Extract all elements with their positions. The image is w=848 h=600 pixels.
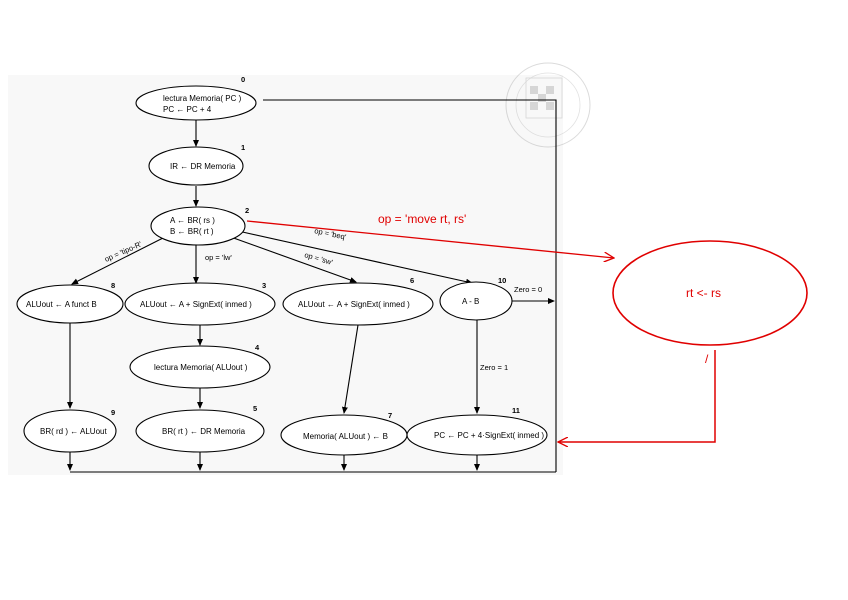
edge-label-zero-0: Zero = 0: [514, 285, 542, 294]
edge-label-lw: op = 'lw': [205, 253, 232, 262]
state-numbers: 0 1 2 8 3 6 10 4 9 5 7 11: [111, 75, 520, 420]
state-8: [16, 284, 124, 324]
state-2-line-2: B ← BR( rt ): [170, 227, 214, 236]
state-0: [135, 85, 257, 121]
state-number-6: 6: [410, 276, 414, 285]
edges: [67, 99, 557, 473]
state-2: [150, 206, 246, 246]
state-number-2: 2: [245, 206, 249, 215]
state-5-line-1: BR( rt ) ← DR Memoria: [162, 427, 246, 436]
seal-watermark: [505, 62, 591, 148]
state-texts: lectura Memoria( PC ) PC ← PC + 4 IR ← D…: [26, 94, 544, 441]
state-10: [439, 281, 513, 321]
state-8-line-1: ALUout ← A funct B: [26, 300, 97, 309]
state-number-9: 9: [111, 408, 115, 417]
state-number-3: 3: [262, 281, 266, 290]
edge-2-10: [237, 230, 473, 285]
state-number-0: 0: [241, 75, 245, 84]
state-7-line-1: Memoria( ALUout ) ← B: [303, 432, 388, 441]
move-label: op = 'move rt, rs': [378, 212, 466, 226]
state-0-line-1: lectura Memoria( PC ): [163, 94, 242, 103]
state-1: [148, 146, 244, 186]
state-10-line-1: A - B: [462, 297, 479, 306]
edge-2-6: [227, 235, 357, 283]
return-rail: [263, 99, 557, 472]
move-return-arrow: [558, 350, 716, 442]
state-shapes: [16, 85, 548, 456]
state-4-line-1: lectura Memoria( ALUout ): [154, 363, 248, 372]
state-1-line-1: IR ← DR Memoria: [170, 162, 236, 171]
move-state: [612, 240, 808, 346]
state-number-8: 8: [111, 281, 115, 290]
state-5: [135, 409, 265, 453]
edge-label-zero-1: Zero = 1: [480, 363, 508, 372]
state-6: [282, 282, 434, 326]
state-number-11: 11: [512, 406, 520, 415]
slide-panel: [8, 75, 563, 475]
state-11: [406, 414, 548, 456]
state-number-5: 5: [253, 404, 257, 413]
state-2-line-1: A ← BR( rs ): [170, 216, 215, 225]
state-number-10: 10: [498, 276, 506, 285]
move-annotation: op = 'move rt, rs' rt <- rs /: [246, 212, 808, 442]
state-number-4: 4: [255, 343, 260, 352]
state-4: [129, 345, 271, 389]
state-3: [124, 282, 276, 326]
edge-6-7: [341, 324, 359, 414]
move-state-text: rt <- rs: [686, 286, 721, 300]
state-9: [23, 409, 117, 453]
edge-2-8: [71, 237, 164, 285]
state-number-1: 1: [241, 143, 245, 152]
state-9-line-1: BR( rd ) ← ALUout: [40, 427, 107, 436]
state-3-line-1: ALUout ← A + SignExt( inmed ): [140, 300, 252, 309]
state-11-line-1: PC ← PC + 4·SignExt( inmed ): [434, 431, 544, 440]
state-6-line-1: ALUout ← A + SignExt( inmed ): [298, 300, 410, 309]
move-mark: /: [705, 352, 709, 366]
state-number-7: 7: [388, 411, 392, 420]
move-arrow: [246, 220, 614, 258]
state-0-line-2: PC ← PC + 4: [163, 105, 212, 114]
